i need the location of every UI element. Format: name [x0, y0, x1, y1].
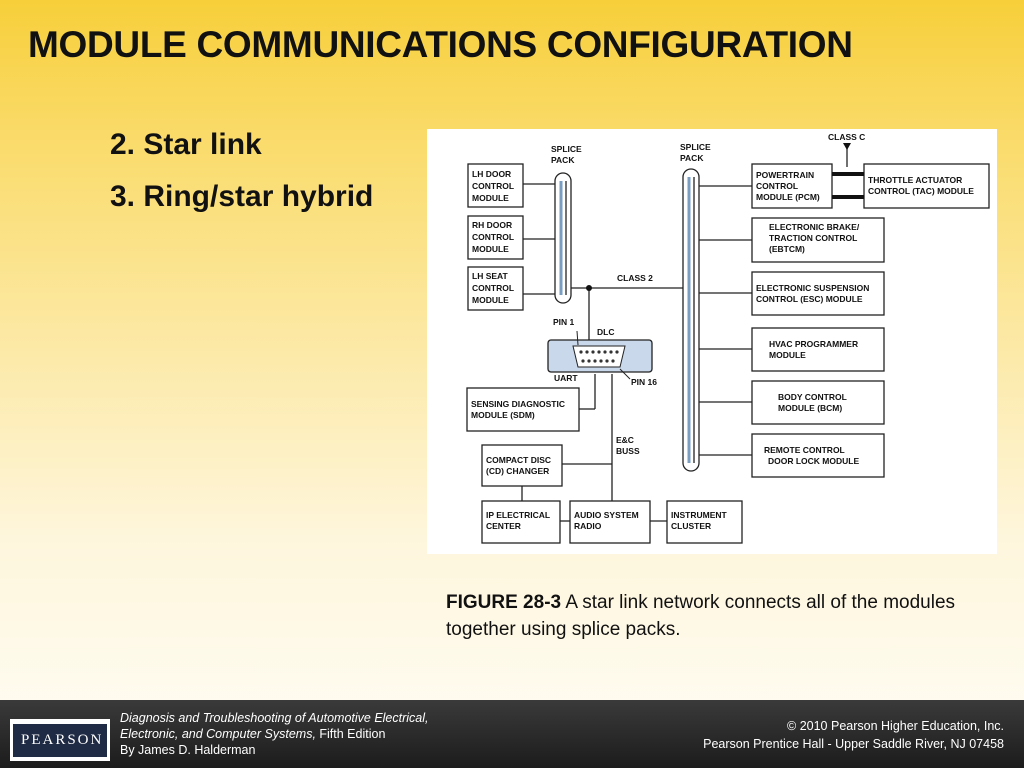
bullet-ring-star-hybrid: 3. Ring/star hybrid — [110, 180, 374, 213]
lh-door-module-box — [467, 163, 524, 208]
footer-bar: PEARSON Diagnosis and Troubleshooting of… — [0, 700, 1024, 768]
copyright-line1: © 2010 Pearson Higher Education, Inc. — [787, 719, 1004, 733]
pin1-label: PIN 1 — [553, 317, 575, 327]
dlc-connector — [547, 330, 653, 380]
audio-system-box — [569, 500, 651, 544]
copyright-notice: © 2010 Pearson Higher Education, Inc. Pe… — [703, 717, 1004, 753]
figure-caption-text: A star link network connects all of the … — [446, 592, 956, 640]
book-title-line1: Diagnosis and Troubleshooting of Automot… — [120, 711, 429, 725]
bullet-list: 2. Star link 3. Ring/star hybrid — [110, 128, 373, 232]
tac-box — [863, 163, 990, 209]
instrument-cluster-box — [666, 500, 743, 544]
right-splice-pack — [682, 168, 700, 472]
left-splice-pack — [554, 172, 572, 304]
bullet-star-link: 2. Star link — [110, 128, 262, 161]
figure-caption: FIGURE 28-3 A star link network connects… — [446, 589, 986, 643]
book-title-line2: Electronic, and Computer Systems, Fifth … — [120, 727, 386, 741]
copyright-line2: Pearson Prentice Hall - Upper Saddle Riv… — [703, 737, 1004, 751]
class-2-label: CLASS 2 — [617, 273, 653, 283]
pearson-logo-text: PEARSON — [13, 723, 107, 757]
ip-electrical-center-box — [481, 500, 561, 544]
uart-label: UART — [554, 373, 578, 383]
book-author: By James D. Halderman — [120, 743, 256, 757]
lh-seat-module-box — [467, 266, 524, 311]
ebtcm-label: ELECTRONIC BRAKE/TRACTION CONTROL(EBTCM) — [769, 222, 860, 254]
pin16-label: PIN 16 — [631, 377, 657, 387]
rh-door-module-box — [467, 215, 524, 260]
slide-title: MODULE COMMUNICATIONS CONFIGURATION — [28, 24, 853, 65]
pearson-logo: PEARSON — [10, 719, 110, 761]
dlc-label: DLC — [597, 327, 614, 337]
figure-number: FIGURE 28-3 — [446, 592, 562, 613]
book-info: Diagnosis and Troubleshooting of Automot… — [120, 710, 429, 758]
class-c-label: CLASS C — [828, 132, 865, 142]
cd-changer-label: COMPACT DISC(CD) CHANGER — [486, 455, 551, 476]
